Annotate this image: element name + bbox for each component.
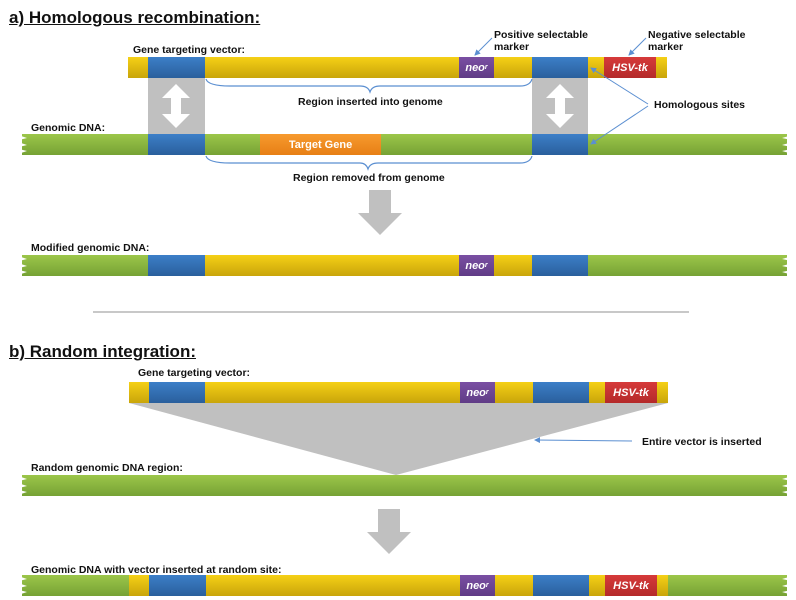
entire-vector-label: Entire vector is inserted: [642, 436, 762, 448]
positive-marker-label: Positive selectable marker: [494, 29, 588, 53]
genomic-homology-right: [532, 134, 588, 155]
modified-label: Modified genomic DNA:: [31, 242, 150, 254]
region-inserted-label: Region inserted into genome: [298, 96, 443, 108]
target-gene-text: Target Gene: [288, 138, 353, 151]
neo-sup: r: [485, 389, 489, 396]
vector-b-hsv-tk: HSV-tk: [605, 382, 657, 403]
modified-insert: [205, 255, 532, 276]
neo-sup: r: [485, 582, 489, 589]
neo-text: neo: [466, 386, 486, 399]
vector-b-homology-right: [533, 382, 589, 403]
random-region-label: Random genomic DNA region:: [31, 462, 183, 474]
genomic-homology-left: [148, 134, 205, 155]
down-arrow-icon-a: [358, 190, 402, 235]
section-a-title: a) Homologous recombination:: [9, 8, 261, 27]
insertion-funnel: [129, 403, 668, 475]
section-divider: [93, 311, 689, 313]
vector-b-homology-left: [149, 382, 205, 403]
negative-marker-line1: Negative selectable: [648, 29, 746, 41]
neo-text: neo: [465, 61, 485, 74]
neo-sup: r: [484, 262, 488, 269]
callout-positive-marker: [474, 37, 493, 56]
result-hsv-tk: HSV-tk: [605, 575, 657, 596]
recombination-block-right: [532, 78, 588, 134]
modified-homology-left: [148, 255, 205, 276]
result-label: Genomic DNA with vector inserted at rand…: [31, 564, 282, 576]
hsv-tk-text: HSV-tk: [613, 579, 649, 592]
positive-marker-line1: Positive selectable: [494, 29, 588, 41]
modified-homology-right: [532, 255, 588, 276]
target-gene: Target Gene: [260, 134, 381, 155]
vector-label-b: Gene targeting vector:: [138, 367, 251, 379]
neo-text: neo: [465, 259, 485, 272]
section-b-title: b) Random integration:: [9, 342, 196, 361]
random-genomic-dna: [22, 475, 787, 496]
homology-arm-right: [532, 57, 588, 78]
brace-inserted: [205, 78, 533, 94]
genomic-label: Genomic DNA:: [31, 122, 106, 134]
callout-negative-marker: [628, 37, 647, 56]
brace-removed: [205, 155, 533, 171]
region-removed-label: Region removed from genome: [293, 172, 445, 184]
homology-arm-left: [148, 57, 205, 78]
callout-entire-vector: [534, 437, 633, 444]
result-homology-left: [149, 575, 206, 596]
negative-marker-line2: marker: [648, 41, 684, 53]
hsv-tk-marker: HSV-tk: [604, 57, 656, 78]
down-arrow-icon-b: [367, 509, 411, 554]
neo-sup: r: [484, 64, 488, 71]
hsv-tk-text: HSV-tk: [613, 386, 649, 399]
recombination-block-left: [148, 78, 205, 134]
vector-label-a: Gene targeting vector:: [133, 44, 246, 56]
negative-marker-label: Negative selectable marker: [648, 29, 745, 53]
hsv-tk-text: HSV-tk: [612, 61, 648, 74]
result-homology-right: [533, 575, 589, 596]
neo-text: neo: [466, 579, 486, 592]
positive-marker-line2: marker: [494, 41, 530, 53]
homologous-sites-label: Homologous sites: [654, 99, 746, 111]
jagged-ends: [15, 134, 796, 596]
genomic-backbone: [22, 134, 787, 155]
